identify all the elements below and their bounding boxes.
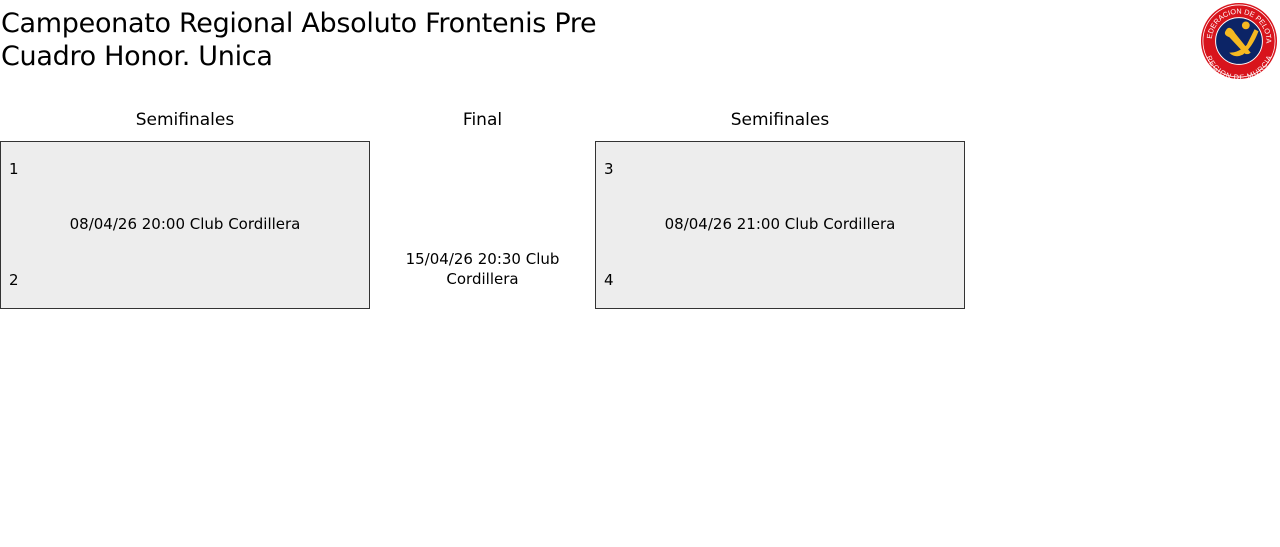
match-box-semifinal-1[interactable]: 1 08/04/26 20:00 Club Cordillera 2 xyxy=(0,141,370,309)
round-header-semifinal-left: Semifinales xyxy=(135,110,235,130)
seed-bottom: 2 xyxy=(9,271,19,289)
match-info: 08/04/26 21:00 Club Cordillera xyxy=(664,215,896,233)
title-line-1: Campeonato Regional Absoluto Frontenis P… xyxy=(1,8,597,39)
title-line-2: Cuadro Honor. Unica xyxy=(1,41,273,72)
round-header-semifinal-right: Semifinales xyxy=(730,110,830,130)
federation-logo-icon: FEDERACION DE PELOTA REGION DE MURCIA xyxy=(1200,2,1278,80)
round-header-final: Final xyxy=(462,110,503,130)
seed-top: 3 xyxy=(604,160,614,178)
seed-bottom: 4 xyxy=(604,271,614,289)
page-title: Campeonato Regional Absoluto Frontenis P… xyxy=(1,7,597,73)
match-info: 08/04/26 20:00 Club Cordillera xyxy=(69,215,301,233)
match-box-semifinal-2[interactable]: 3 08/04/26 21:00 Club Cordillera 4 xyxy=(595,141,965,309)
match-info-final: 15/04/26 20:30 Club Cordillera xyxy=(405,250,560,288)
seed-top: 1 xyxy=(9,160,19,178)
